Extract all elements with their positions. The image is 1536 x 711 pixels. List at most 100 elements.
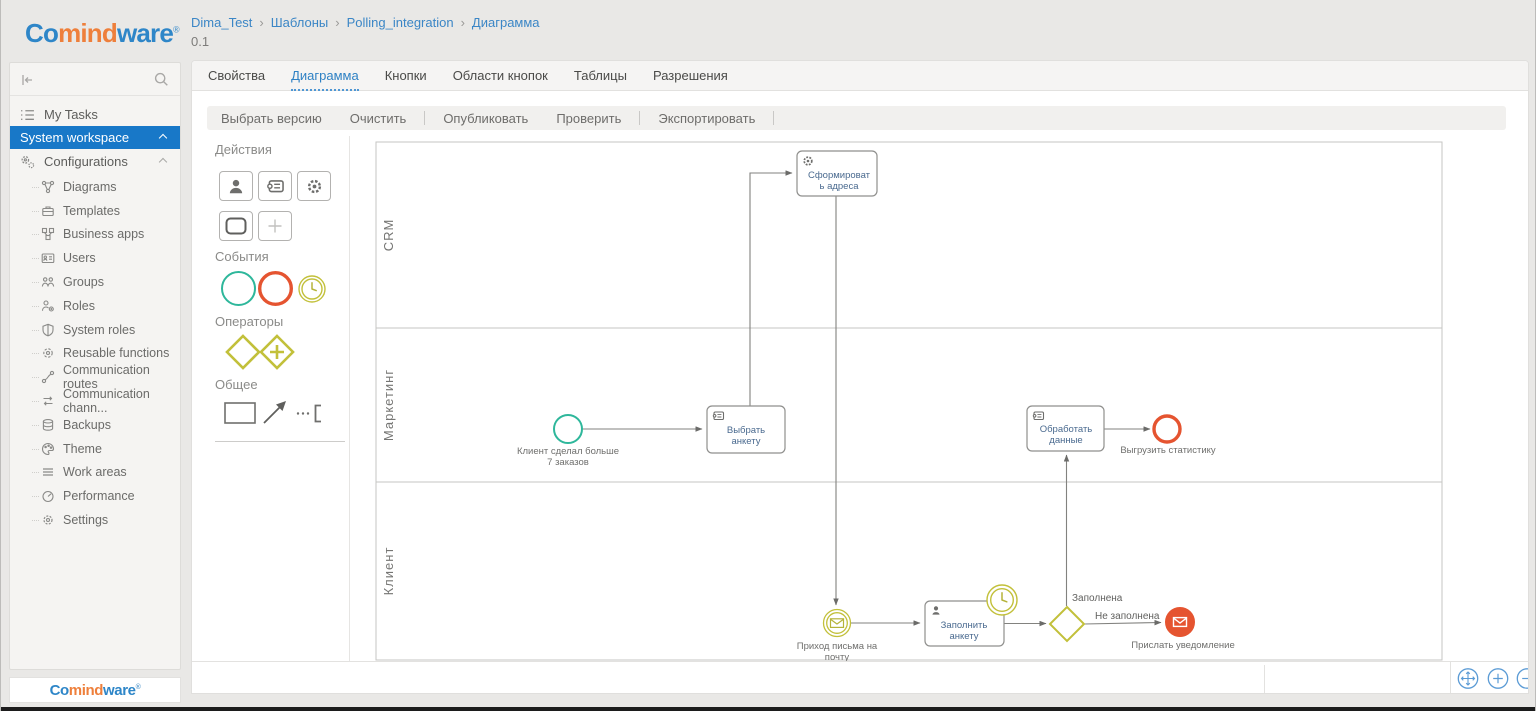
palette-service-task-button[interactable] (297, 171, 331, 201)
event-label: Приход письма на (797, 641, 878, 652)
sidebar-item-settings[interactable]: Settings (10, 508, 180, 532)
palette-user-task-button[interactable] (219, 171, 253, 201)
palette-group-rect[interactable] (224, 402, 256, 424)
toolbar-separator (639, 111, 641, 125)
event-label: 7 заказов (547, 457, 589, 468)
start-event[interactable] (553, 414, 583, 444)
channels-icon (42, 396, 54, 406)
validate-button[interactable]: Проверить (556, 110, 622, 126)
sidebar-item-templates[interactable]: Templates (10, 199, 180, 223)
search-icon[interactable] (153, 71, 170, 88)
palette-connector-arrow[interactable] (262, 400, 288, 425)
tab-button-areas[interactable]: Области кнопок (452, 68, 548, 83)
sidebar-item-work-areas[interactable]: Work areas (10, 461, 180, 485)
clear-button[interactable]: Очистить (349, 110, 407, 126)
zoom-in-icon[interactable] (1487, 668, 1509, 689)
sidebar-item-system-workspace[interactable]: System workspace (10, 126, 180, 149)
sidebar-item-label: Roles (63, 298, 95, 313)
palette-gateway-parallel[interactable] (259, 334, 295, 370)
task-label: Сформироват (808, 170, 871, 181)
sidebar-item-label: System workspace (20, 130, 130, 145)
logo-registered-mark: ® (135, 683, 141, 691)
performance-gauge-icon (42, 491, 54, 503)
zoom-controls (1457, 668, 1529, 689)
palette-annotation[interactable] (295, 404, 323, 423)
timer-boundary-event[interactable] (986, 584, 1018, 616)
business-apps-icon (41, 228, 55, 241)
palette-section-actions: Действия (215, 142, 272, 157)
palette-start-event[interactable] (220, 270, 257, 307)
breadcrumb-item[interactable]: Шаблоны (270, 15, 329, 30)
task-label: Заполнить (941, 620, 988, 631)
bottom-bar-divider (1450, 662, 1451, 693)
breadcrumb-item[interactable]: Диаграмма (471, 15, 540, 30)
palette-gateway[interactable] (225, 334, 261, 370)
sidebar-item-groups[interactable]: Groups (10, 270, 180, 294)
sidebar-item-system-roles[interactable]: System roles (10, 318, 180, 342)
logo-registered-mark: ® (173, 24, 180, 35)
sidebar-item-performance[interactable]: Performance (10, 484, 180, 508)
lane-label-crm: CRM (381, 219, 396, 252)
sidebar-item-users[interactable]: Users (10, 246, 180, 270)
tab-diagram[interactable]: Диаграмма (291, 68, 359, 91)
palette-section-events: События (215, 249, 269, 264)
sidebar-item-business-apps[interactable]: Business apps (10, 223, 180, 247)
sidebar-item-roles[interactable]: Roles (10, 294, 180, 318)
sidebar-item-reusable-functions[interactable]: Reusable functions (10, 342, 180, 366)
flow-gateway-to-notify[interactable] (1083, 619, 1162, 626)
lane-label-client: Клиент (381, 547, 396, 596)
palette-script-task-button[interactable] (258, 171, 292, 201)
bpmn-canvas[interactable]: CRM Маркетинг Клиент (349, 136, 1529, 661)
palette-end-event[interactable] (257, 270, 294, 307)
task-form-addresses[interactable]: Сформироват ь адреса (796, 150, 878, 197)
service-task-gear-icon (307, 179, 321, 193)
task-label: Выбрать (727, 425, 765, 436)
sidebar-item-my-tasks[interactable]: My Tasks (10, 102, 180, 126)
pan-icon[interactable] (1457, 668, 1479, 689)
sidebar-item-label: Performance (63, 489, 135, 504)
lane-label-marketing: Маркетинг (381, 369, 396, 441)
users-icon (41, 253, 55, 264)
exclusive-gateway[interactable] (1048, 605, 1086, 643)
end-event-stats[interactable] (1152, 414, 1182, 444)
export-button[interactable]: Экспортировать (658, 110, 756, 126)
tab-permissions[interactable]: Разрешения (652, 68, 728, 83)
task-label: данные (1049, 435, 1082, 446)
choose-version-button[interactable]: Выбрать версию (221, 110, 322, 126)
tab-buttons[interactable]: Кнопки (384, 68, 427, 83)
task-fill-form[interactable]: Заполнить анкету (924, 600, 1005, 647)
logo-part: ware (103, 681, 136, 699)
breadcrumb-item[interactable]: Dima_Test (191, 15, 253, 30)
chevron-up-icon (158, 133, 168, 143)
collapse-left-icon[interactable] (20, 72, 36, 88)
palette-task-button[interactable] (219, 211, 253, 241)
end-event-notify[interactable] (1165, 607, 1195, 637)
palette-timer-event[interactable] (297, 274, 327, 304)
theme-palette-icon (41, 442, 55, 455)
tab-tables[interactable]: Таблицы (573, 68, 627, 83)
tab-properties[interactable]: Свойства (208, 68, 266, 83)
task-label: анкету (950, 631, 979, 642)
sidebar-item-label: Groups (63, 275, 104, 290)
chevron-up-icon (158, 157, 168, 167)
palette-add-button[interactable] (258, 211, 292, 241)
task-label: Обработать (1040, 424, 1093, 435)
sidebar-item-theme[interactable]: Theme (10, 437, 180, 461)
sidebar-item-communication-channels[interactable]: Communication chann... (10, 387, 180, 415)
sidebar-item-diagrams[interactable]: Diagrams (10, 175, 180, 199)
shield-icon (42, 323, 54, 337)
breadcrumb-separator: › (460, 15, 465, 30)
publish-button[interactable]: Опубликовать (443, 110, 529, 126)
task-process-data[interactable]: Обработать данные (1026, 405, 1105, 452)
task-choose-form[interactable]: Выбрать анкету (706, 405, 786, 454)
sidebar-item-configurations[interactable]: Configurations (10, 151, 180, 171)
zoom-out-icon[interactable] (1516, 668, 1529, 689)
sidebar-item-communication-routes[interactable]: Communication routes (10, 363, 180, 391)
flow-choose-to-form-addresses[interactable] (749, 170, 793, 406)
message-event[interactable] (822, 608, 852, 638)
bottom-bar-divider (1264, 665, 1265, 693)
breadcrumb-item[interactable]: Polling_integration (346, 15, 454, 30)
toolbar-separator (773, 111, 775, 125)
sidebar-item-backups[interactable]: Backups (10, 413, 180, 437)
